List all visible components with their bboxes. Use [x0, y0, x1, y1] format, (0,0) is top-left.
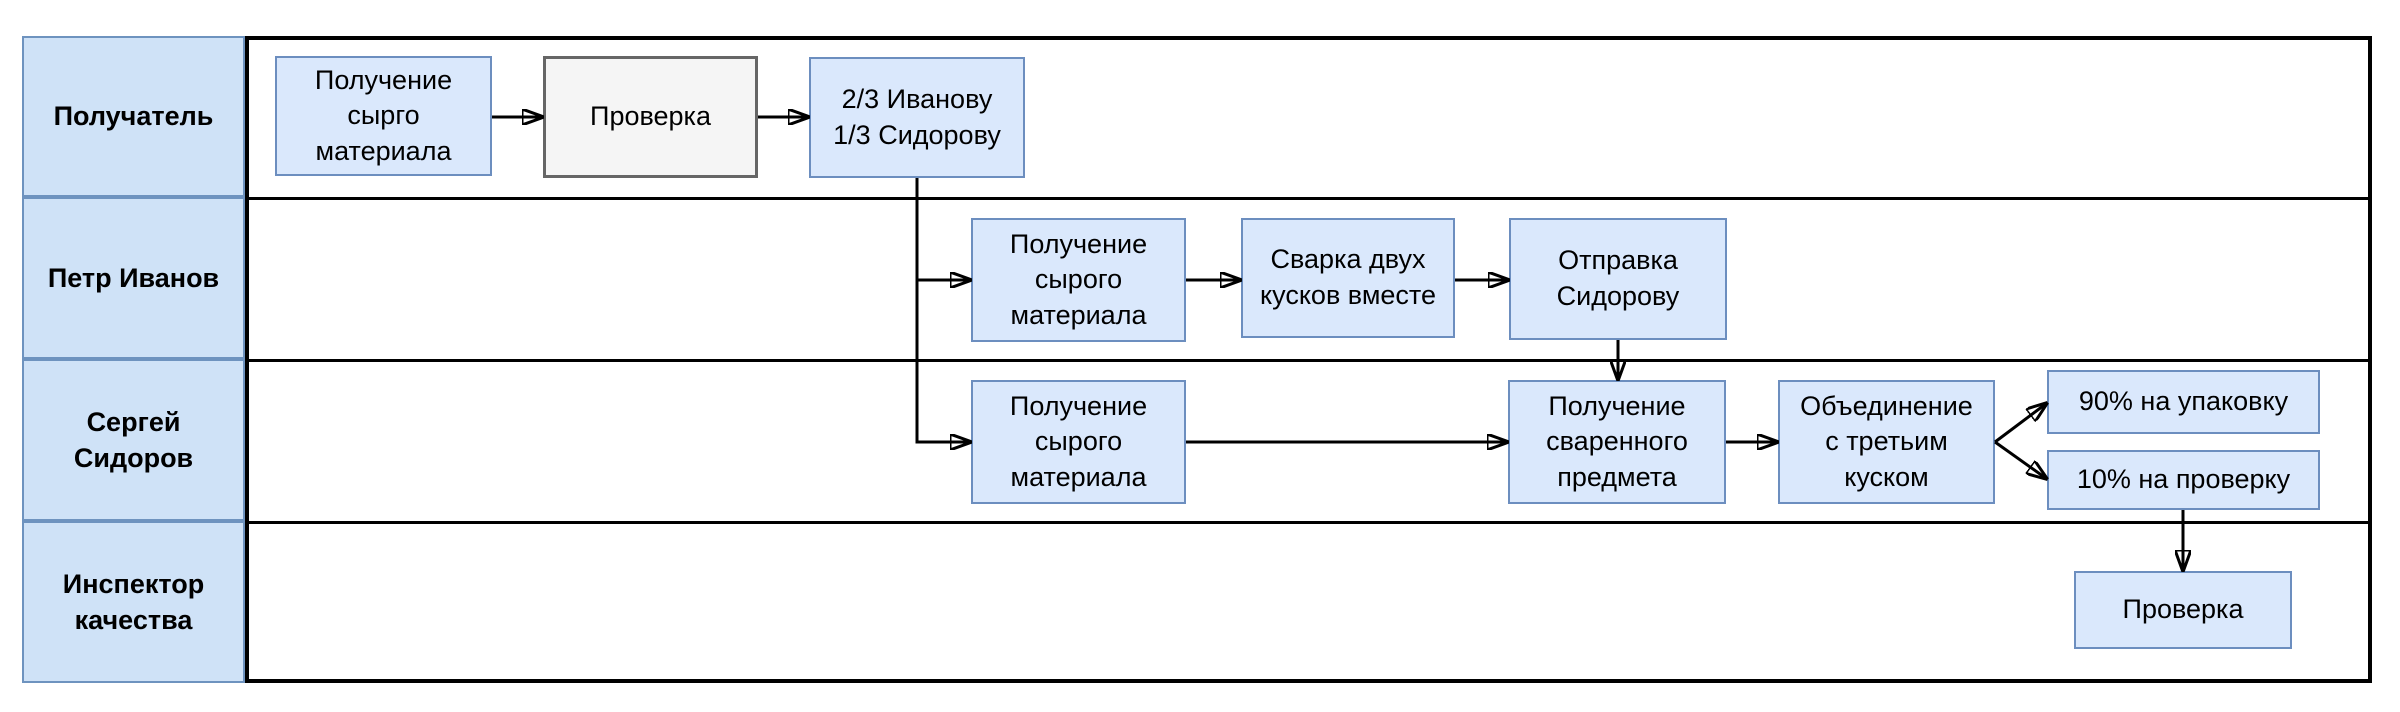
- node-90-percent-packaging: 90% на упаковку: [2047, 370, 2320, 434]
- node-split-ivanov-sidorov: 2/3 Иванову 1/3 Сидорову: [809, 57, 1025, 178]
- lane-separator-3: [245, 521, 2372, 524]
- node-inspection-recipient: Проверка: [543, 56, 758, 178]
- node-receive-raw-material-sidorov: Получение сырого материала: [971, 380, 1186, 504]
- lane-header-sergey-sidorov: Сергей Сидоров: [22, 359, 245, 521]
- node-receive-welded-item: Получение сваренного предмета: [1508, 380, 1726, 504]
- lane-separator-2: [245, 359, 2372, 362]
- node-weld-two-pieces: Сварка двух кусков вместе: [1241, 218, 1455, 338]
- lane-header-quality-inspector: Инспектор качества: [22, 521, 245, 683]
- node-inspection-quality: Проверка: [2074, 571, 2292, 649]
- lane-header-petr-ivanov: Петр Иванов: [22, 197, 245, 359]
- node-join-third-piece: Объединение с третьим куском: [1778, 380, 1995, 504]
- node-send-to-sidorov: Отправка Сидорову: [1509, 218, 1727, 340]
- node-receive-raw-material-ivanov: Получение сырого материала: [971, 218, 1186, 342]
- node-10-percent-inspection: 10% на проверку: [2047, 450, 2320, 510]
- lane-separator-1: [245, 197, 2372, 200]
- lane-header-recipient: Получатель: [22, 36, 245, 197]
- node-receive-raw-material-recipient: Получение сырго материала: [275, 56, 492, 176]
